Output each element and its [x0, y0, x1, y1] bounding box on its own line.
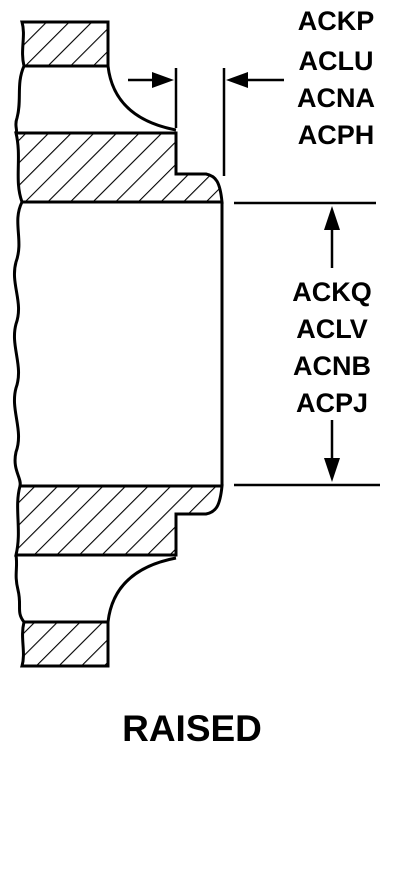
raised-face-dimension [128, 68, 284, 176]
bottom-neck-block [14, 484, 224, 557]
diagram-caption: RAISED [122, 708, 262, 749]
top-code-label: ACKP [298, 6, 375, 36]
top-neck-block [14, 131, 224, 204]
bore-code-labels: ACKQ ACLV ACNB ACPJ [292, 277, 372, 418]
top-code-label: ACNA [297, 83, 375, 113]
dimension-arrow-left-head [152, 72, 174, 88]
bore-break-line [13, 201, 24, 487]
bore-dimension [234, 201, 380, 487]
bore-code-label: ACLV [296, 314, 368, 344]
top-rim-block [20, 20, 110, 68]
top-flange-section [14, 20, 224, 204]
bottom-break-line [14, 554, 26, 623]
bottom-rim-block [20, 620, 110, 668]
top-code-labels: ACKP ACLU ACNA ACPH [297, 6, 375, 150]
bore-code-label: ACNB [293, 351, 371, 381]
top-code-label: ACPH [298, 120, 375, 150]
top-hub-curve [106, 65, 177, 132]
bore-code-label: ACPJ [296, 388, 368, 418]
top-code-label: ACLU [299, 46, 374, 76]
bore-arrow-bottom-head [324, 458, 340, 482]
bottom-flange-section [14, 484, 224, 668]
dimension-arrow-right-head [226, 72, 248, 88]
bore-code-label: ACKQ [292, 277, 372, 307]
top-break-line [14, 65, 26, 134]
bore-arrow-top-head [324, 206, 340, 230]
bottom-hub-curve [106, 556, 177, 623]
